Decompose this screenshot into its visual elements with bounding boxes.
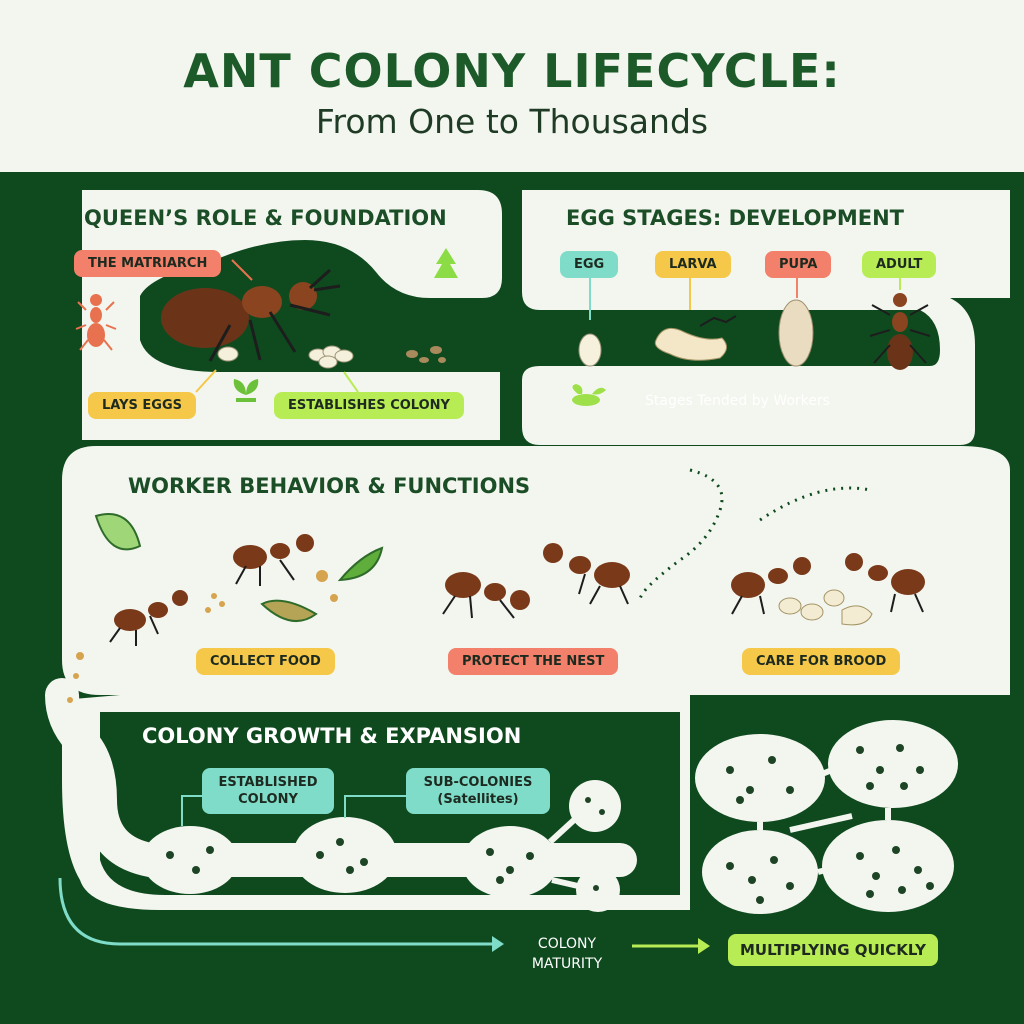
queen-ant-icon (161, 268, 341, 362)
worker-panel (62, 446, 1010, 695)
leaf-icon (94, 513, 384, 622)
egg-section-heading: EGG STAGES: DEVELOPMENT (566, 206, 905, 230)
tree-icon (434, 248, 458, 278)
workers-note: Stages Tended by Workers (645, 393, 830, 409)
adult-ant-icon (869, 293, 931, 370)
growth-section-heading: COLONY GROWTH & EXPANSION (142, 724, 522, 748)
multiplying-quickly-label: MULTIPLYING QUICKLY (728, 934, 938, 966)
page-title: ANT COLONY LIFECYCLE: (183, 44, 841, 98)
tiny-ants (166, 744, 934, 904)
larva-icon (654, 327, 727, 361)
soil-icon (406, 346, 446, 363)
stage-tag-larva: LARVA (655, 251, 731, 278)
function-tag-protect-nest: PROTECT THE NEST (448, 648, 619, 675)
maturity-arrow (58, 877, 492, 946)
lays-eggs-tag: LAYS EGGS (88, 392, 196, 419)
stage-tag-pupa: PUPA (765, 251, 832, 278)
network-nodes (695, 720, 958, 914)
worker-section-heading: WORKER BEHAVIOR & FUNCTIONS (128, 474, 531, 498)
function-tag-collect-food: COLLECT FOOD (196, 648, 335, 675)
stage-tag-adult: ADULT (862, 251, 937, 278)
sprout-icon (233, 379, 259, 402)
sub-colonies-label: SUB-COLONIES (Satellites) (406, 768, 550, 814)
egg-icon (578, 333, 602, 367)
food-crumbs (67, 570, 338, 703)
colony-maturity-label: COLONY MATURITY (531, 936, 603, 972)
established-colony-label: ESTABLISHED COLONY (202, 768, 334, 814)
worker-ants (114, 534, 925, 631)
pupa-icon (778, 299, 814, 367)
page-subtitle: From One to Thousands (315, 102, 709, 141)
small-ant-icon (75, 294, 117, 351)
winged-ant-icon (572, 384, 606, 406)
matriarch-tag: THE MATRIARCH (74, 250, 222, 277)
colony-nodes (142, 780, 621, 912)
header: ANT COLONY LIFECYCLE: From One to Thousa… (0, 0, 1024, 172)
queen-section-heading: QUEEN’S ROLE & FOUNDATION (84, 206, 447, 230)
queen-eggs-icon (217, 345, 354, 369)
brood-icon (778, 589, 873, 626)
establishes-colony-tag: ESTABLISHES COLONY (274, 392, 464, 419)
egg-stage-icons (578, 293, 931, 370)
stage-tag-egg: EGG (560, 251, 619, 278)
function-tag-care-brood: CARE FOR BROOD (742, 648, 901, 675)
